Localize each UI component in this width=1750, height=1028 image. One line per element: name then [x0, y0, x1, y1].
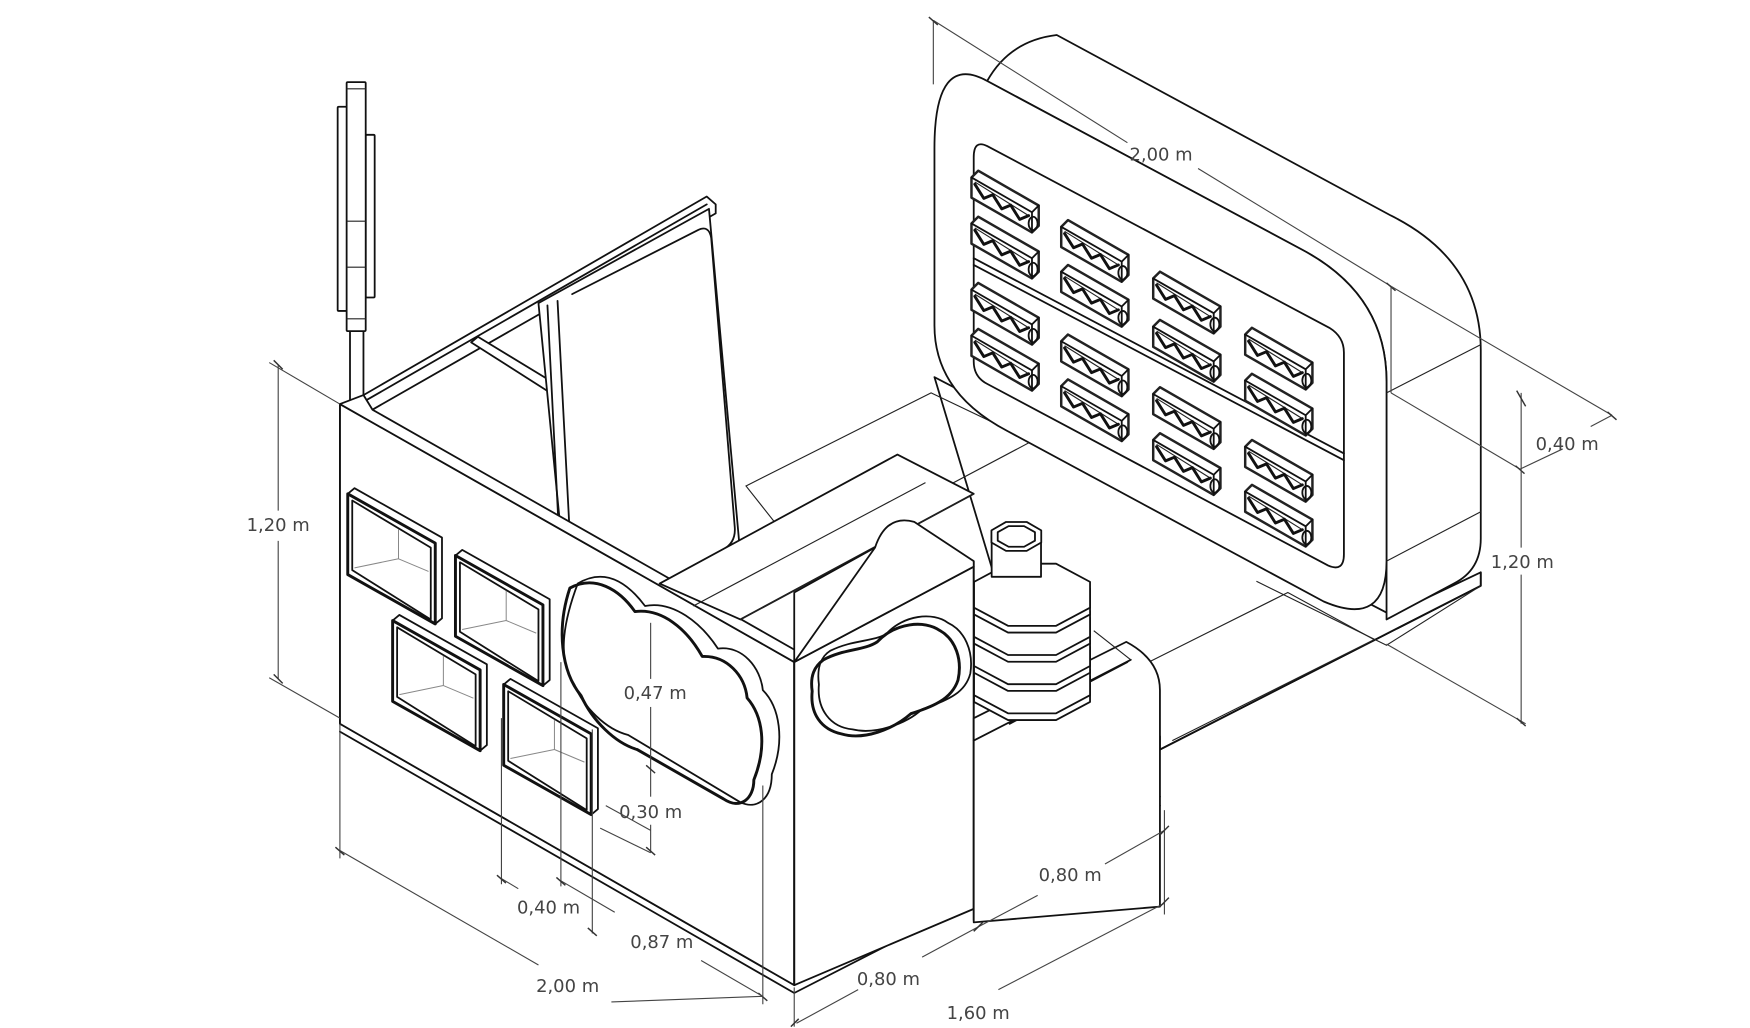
shelf-bin — [1243, 326, 1314, 391]
label-back-height: 1,20 m — [1491, 552, 1554, 573]
shelf-bin — [970, 169, 1040, 234]
display-window — [346, 487, 443, 626]
shelf-bin — [1059, 263, 1130, 328]
sign-panel-center — [345, 81, 367, 333]
counter-interior — [658, 453, 975, 621]
label-counter-segment-a: 0,80 m — [857, 969, 920, 990]
label-side-length: 1,60 m — [947, 1003, 1010, 1024]
shelf-bins — [970, 169, 1314, 548]
shelf-bin — [1059, 218, 1130, 284]
label-left-height: 1,20 m — [247, 515, 310, 536]
label-back-width: 2,00 m — [1129, 145, 1192, 166]
stand-top-cap — [990, 521, 1043, 578]
shelf-bin — [1151, 270, 1222, 335]
shelf-bin — [1151, 386, 1222, 451]
dimension-labels: 1,20 m 2,00 m 0,40 m 1,20 m 0,47 m 0,30 … — [242, 145, 1599, 1024]
sign-pole — [336, 81, 376, 417]
stand-tier — [973, 562, 1091, 634]
shelf-bin — [1151, 431, 1222, 497]
label-front-length: 2,00 m — [536, 976, 599, 997]
counter-block — [793, 519, 975, 987]
shelf-bin — [1243, 483, 1314, 548]
shelf-bin — [1243, 438, 1314, 503]
label-window-offset: 0,87 m — [630, 932, 693, 953]
label-cloud-offset: 0,30 m — [619, 802, 682, 823]
back-rail-frame — [362, 195, 742, 585]
display-window — [453, 549, 551, 688]
shelf-bin — [1059, 333, 1130, 398]
shelf-bin — [1059, 378, 1130, 443]
display-window — [391, 614, 488, 753]
label-counter-segment-b: 0,80 m — [1039, 865, 1102, 886]
shelf-bin — [1151, 318, 1222, 383]
shelf-bin — [1243, 372, 1314, 437]
label-back-depth: 0,40 m — [1536, 434, 1599, 455]
shelf-bin — [970, 215, 1040, 280]
label-cloud-height: 0,47 m — [624, 683, 687, 704]
sign-panel-right — [364, 133, 376, 299]
octagonal-tiered-stand — [973, 521, 1091, 721]
cloud-right — [810, 615, 972, 738]
label-window-width: 0,40 m — [517, 897, 580, 918]
dimension-lines — [268, 16, 1617, 1028]
shelf-bin — [970, 281, 1040, 346]
shelf-bin — [970, 327, 1040, 392]
